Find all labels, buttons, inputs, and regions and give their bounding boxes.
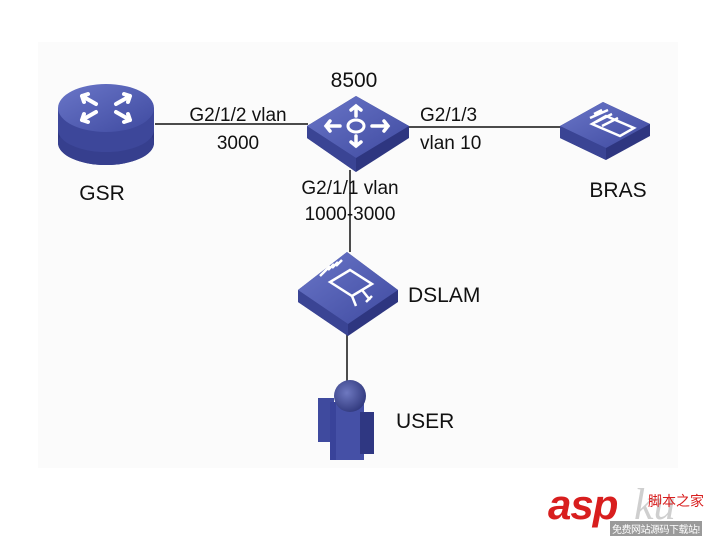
user-label: USER [396, 410, 455, 433]
link-label-core-dslam-line2: 1000-3000 [304, 204, 396, 225]
bras-icon[interactable] [560, 102, 650, 160]
link-label-gsr-core-line1: G2/1/2 vlan [189, 105, 287, 126]
user-icon[interactable] [318, 380, 374, 460]
dslam-label: DSLAM [408, 284, 481, 307]
watermark-brand-asp: asp [548, 481, 618, 528]
watermark-chinese-name: 脚本之家 [648, 493, 704, 509]
watermark-logo: asp ku 脚本之家 免费网站源码下载站! [548, 480, 720, 538]
router-icon[interactable] [58, 84, 154, 165]
watermark-brand-ku: ku [634, 480, 676, 529]
link-label-core-dslam-line1: G2/1/1 vlan [301, 178, 399, 199]
switch-icon[interactable] [307, 96, 409, 172]
dslam-icon[interactable] [298, 252, 398, 336]
link-label-core-bras-line2: vlan 10 [420, 133, 482, 154]
link-label-core-bras-line1: G2/1/3 [420, 105, 478, 126]
link-label-gsr-core-line2: 3000 [216, 133, 260, 154]
bras-label: BRAS [589, 179, 647, 202]
core-switch-label: 8500 [330, 69, 378, 92]
watermark-tagline: 免费网站源码下载站! [610, 521, 702, 536]
gsr-label: GSR [79, 182, 125, 205]
